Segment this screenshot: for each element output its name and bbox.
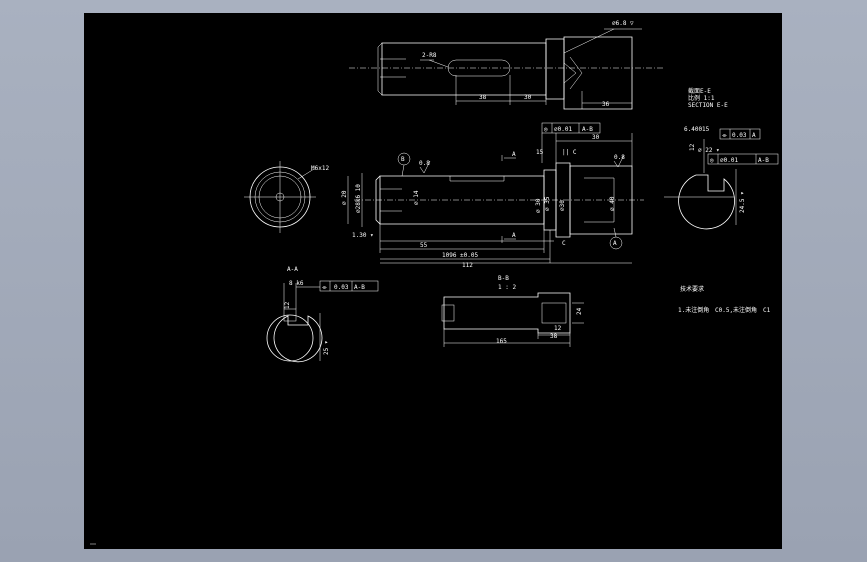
dim-a-bot: A xyxy=(512,232,516,239)
tech-line1-c: C1 xyxy=(763,307,771,314)
aa-depth: 25 ▾ xyxy=(323,341,330,355)
hole-note: ⌀6.8 ▽ xyxy=(612,20,634,27)
section-aa-view: A-A 8 k6 ⌯ 0.03 A-B 12 25 ▾ xyxy=(266,266,379,363)
dim-right-24: 24.5 ▾ xyxy=(739,191,746,213)
tech-requirements: 技术要求 1.未注倒角 C0.5,未注倒角 C1 xyxy=(678,285,771,314)
bb-dim-165: 165 xyxy=(496,338,507,345)
balloon-b: B xyxy=(401,156,405,163)
tol-right-2-sym: ◎ xyxy=(710,157,714,164)
section-e-title-cn: 截面E-E xyxy=(688,87,711,95)
dim-d20: ⌀ 20 xyxy=(341,190,348,205)
dim-d30: ⌀ 30 xyxy=(535,198,542,213)
thread-note: M6x12 xyxy=(311,165,329,172)
main-shaft-view: B A ◎ ⌀0.01 A-B 30 15 || C C 0.8 0.8 A A… xyxy=(341,122,644,269)
tech-line1-b: C0.5,未注倒角 xyxy=(715,306,757,314)
dim-a-top: A xyxy=(512,151,516,158)
slot-label: 2-R8 xyxy=(422,52,437,59)
tol-right-2-datum: A-B xyxy=(758,157,769,164)
key-width: 6.40015 xyxy=(684,126,710,133)
dim-slot-length: 38 xyxy=(479,94,487,101)
aa-tol-value: 0.03 xyxy=(334,284,349,291)
dim-d35: ⌀ 35 xyxy=(544,196,551,211)
tol-top-value: ⌀0.01 xyxy=(554,126,572,133)
tol-right-1-datum: A xyxy=(752,132,756,139)
end-view: M6x12 xyxy=(244,161,329,233)
aa-dim-12: 12 xyxy=(284,301,291,309)
drawing-sheet: 2-R8 38 30 36 ⌀6.8 ▽ 截面E-E 比例 1:1 SECTIO… xyxy=(84,13,782,549)
cad-drawing: 2-R8 38 30 36 ⌀6.8 ▽ 截面E-E 比例 1:1 SECTIO… xyxy=(90,20,779,545)
bb-dim-38: 38 xyxy=(550,333,558,340)
tol-right-1-value: 0.03 xyxy=(732,132,747,139)
section-bb-view: B-B 1 : 2 165 38 12 24 xyxy=(441,275,584,347)
aa-tol-datum: A-B xyxy=(354,284,365,291)
dim-112: 112 xyxy=(462,262,473,269)
rough-08: 0.8 xyxy=(419,160,430,167)
section-e-scale: 比例 1:1 xyxy=(688,94,715,102)
tol-top-datum: A-B xyxy=(582,126,593,133)
section-e-label: 截面E-E 比例 1:1 SECTION E-E xyxy=(688,87,728,109)
dim-slot-offset: 30 xyxy=(524,94,532,101)
dim-d28: ⌀28k6 10 xyxy=(355,184,362,213)
section-aa-title: A-A xyxy=(287,266,298,273)
dim-130: 1.30 ▾ xyxy=(352,232,374,239)
section-e-title-en: SECTION E-E xyxy=(688,102,728,109)
rough-08b: 0.8 xyxy=(614,154,625,161)
dim-d40: ⌀ 40 xyxy=(609,196,616,211)
tol-right-2-value: ⌀0.01 xyxy=(720,157,738,164)
dim-right-12: 12 xyxy=(689,143,696,151)
dim-d14: ⌀ 14 xyxy=(413,190,420,205)
dim-c: C xyxy=(562,240,566,247)
bb-dim-24: 24 xyxy=(576,307,583,315)
dim-55: 55 xyxy=(420,242,428,249)
dim-end: 36 xyxy=(602,101,610,108)
aa-tol-sym: ⌯ xyxy=(322,284,327,291)
dim-30: 30 xyxy=(592,134,600,141)
aa-width: 8 k6 xyxy=(289,280,304,287)
dim-l: || C xyxy=(562,149,577,156)
balloon-a: A xyxy=(613,240,617,247)
top-shaft-view: 2-R8 38 30 36 ⌀6.8 ▽ xyxy=(349,20,664,110)
section-bb-title: B-B xyxy=(498,275,509,282)
tech-title: 技术要求 xyxy=(680,285,704,293)
tol-right-1-sym: ⌯ xyxy=(722,132,727,139)
bb-dim-12: 12 xyxy=(554,325,562,332)
section-bb-scale: 1 : 2 xyxy=(498,284,516,291)
tech-line1-a: 1.未注倒角 xyxy=(678,306,709,314)
dim-d30b: ⌀30 xyxy=(559,200,566,211)
right-section-view: 6.40015 ⌯ 0.03 A ◎ ⌀0.01 A-B ⌀ 22 ▾ 12 2… xyxy=(664,126,779,230)
dim-1096: 1096 ±0.05 xyxy=(442,252,479,259)
dim-15: 15 xyxy=(536,149,544,156)
tol-top-sym: ◎ xyxy=(544,126,548,133)
rough-right: ⌀ 22 ▾ xyxy=(698,147,720,154)
